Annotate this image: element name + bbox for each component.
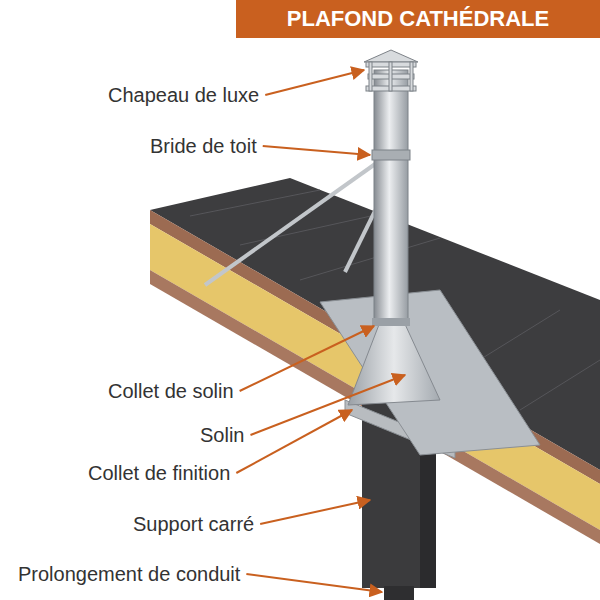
part-label: Prolongement de conduit — [18, 562, 240, 586]
leader-line — [263, 146, 370, 155]
title-text: PLAFOND CATHÉDRALE — [236, 0, 600, 38]
flashing-plate — [320, 290, 540, 455]
part-label: Chapeau de luxe — [108, 83, 259, 107]
storm-collar — [372, 318, 410, 326]
leader-line — [260, 500, 370, 524]
roof-bracket — [372, 150, 410, 160]
part-label: Support carré — [133, 512, 254, 536]
chimney-pipe — [374, 70, 408, 325]
leader-line — [250, 375, 405, 435]
roof-brace — [205, 157, 385, 285]
flue-extension — [384, 586, 414, 600]
leader-line — [240, 326, 374, 391]
part-label: Bride de toit — [150, 134, 257, 158]
leader-line — [236, 410, 352, 473]
part-label: Collet de finition — [88, 461, 230, 485]
leader-line — [246, 574, 382, 592]
chimney-cap — [364, 50, 418, 91]
part-label: Collet de solin — [108, 379, 234, 403]
title-bar: PLAFOND CATHÉDRALE — [236, 0, 600, 38]
part-label: Solin — [200, 423, 244, 447]
leader-line — [265, 70, 364, 95]
